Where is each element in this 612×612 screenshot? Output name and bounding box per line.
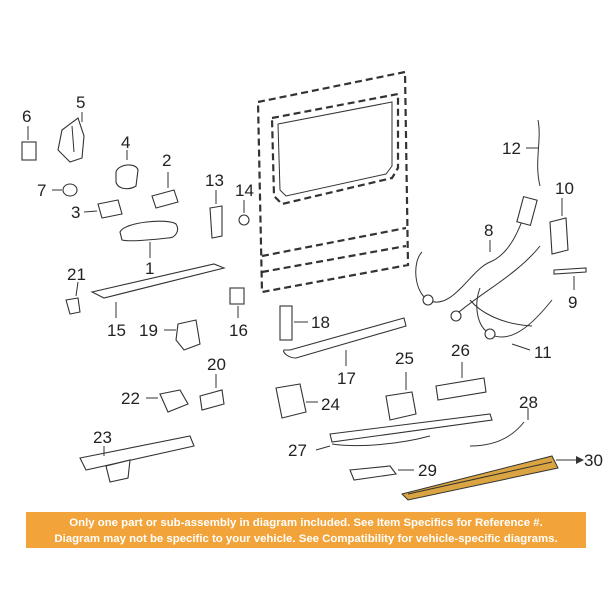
callout-2: 2	[162, 151, 171, 170]
part-6-bracket: 6	[21, 107, 37, 161]
part-29-link: 29	[349, 461, 437, 481]
callout-1: 1	[145, 259, 154, 278]
callout-18: 18	[311, 313, 330, 332]
part-12-wire: 12	[502, 119, 541, 187]
part-7-bolt: 7	[37, 181, 78, 200]
callout-4: 4	[121, 133, 130, 152]
part-30-scuff-plate: 30	[401, 451, 603, 501]
callout-13: 13	[205, 171, 224, 190]
callout-26: 26	[451, 341, 470, 360]
callout-17: 17	[337, 369, 356, 388]
callout-12: 12	[502, 139, 521, 158]
part-16-plate: 16	[229, 287, 248, 340]
part-15-garnish: 15	[90, 263, 226, 340]
part-26-plate: 26	[435, 341, 487, 401]
part-8-cable: 8	[415, 195, 541, 322]
part-1-handle: 1	[119, 220, 179, 278]
part-24-striker: 24	[275, 383, 340, 419]
callout-21: 21	[67, 265, 86, 284]
callout-15: 15	[107, 321, 126, 340]
part-20-roller: 20	[199, 355, 226, 411]
part-10-actuator: 10	[549, 179, 574, 255]
callout-25: 25	[395, 349, 414, 368]
callout-9: 9	[568, 293, 577, 312]
part-4-bezel: 4	[115, 133, 139, 190]
callout-7: 7	[37, 181, 46, 200]
disclaimer-line-2: Diagram may not be specific to your vehi…	[54, 533, 558, 545]
part-3-clip: 3	[71, 199, 123, 222]
part-2-handle-cover: 2	[151, 151, 179, 209]
callout-20: 20	[207, 355, 226, 374]
part-21-clip: 21	[65, 265, 86, 315]
callout-24: 24	[321, 395, 340, 414]
callout-14: 14	[235, 181, 254, 200]
part-11-cable: 11	[469, 287, 553, 362]
callout-23: 23	[93, 428, 112, 447]
part-17-sill-trim: 17	[283, 317, 407, 388]
part-9-rod: 9	[553, 267, 587, 312]
part-5-lock-rod: 5	[57, 93, 85, 163]
door-outline	[256, 70, 410, 294]
part-14-grommet: 14	[235, 181, 254, 226]
callout-6: 6	[22, 107, 31, 126]
callout-11: 11	[534, 343, 552, 362]
part-28-cable: 28	[469, 393, 538, 447]
callout-30: 30	[584, 451, 603, 470]
callout-19: 19	[139, 321, 158, 340]
part-13-latch: 13	[205, 171, 224, 239]
callout-10: 10	[555, 179, 574, 198]
callout-3: 3	[71, 203, 80, 222]
callout-28: 28	[519, 393, 538, 412]
part-25-cover: 25	[385, 349, 417, 421]
part-23-moulding: 23	[79, 428, 195, 483]
part-27-track: 27	[288, 413, 493, 460]
disclaimer-banner: Only one part or sub-assembly in diagram…	[26, 512, 586, 548]
part-22-bracket: 22	[121, 389, 189, 413]
callout-29: 29	[418, 461, 437, 480]
callout-27: 27	[288, 441, 307, 460]
callout-22: 22	[121, 389, 140, 408]
disclaimer-line-1: Only one part or sub-assembly in diagram…	[69, 517, 543, 529]
callout-16: 16	[229, 321, 248, 340]
part-18-strip: 18	[279, 305, 330, 341]
callout-5: 5	[76, 93, 85, 112]
part-19-hinge: 19	[139, 319, 201, 351]
callout-8: 8	[484, 221, 493, 240]
